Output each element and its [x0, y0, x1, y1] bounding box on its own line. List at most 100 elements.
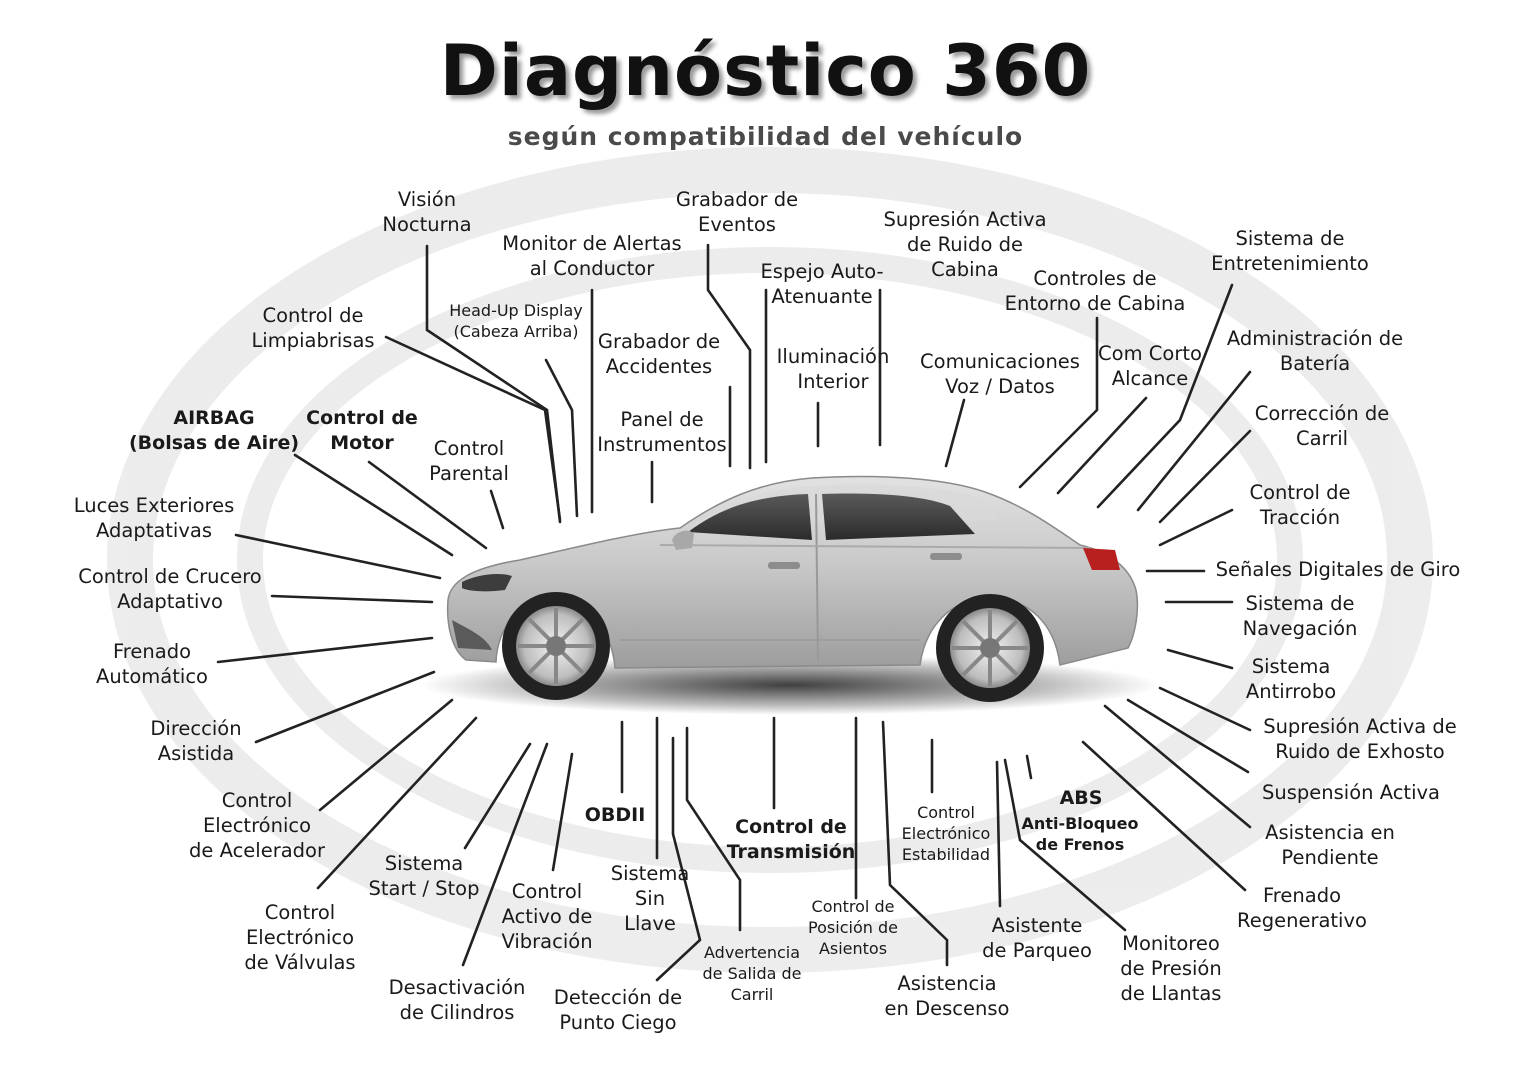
label-line: Adaptativas [95, 519, 213, 542]
label-line: Asistente [991, 914, 1083, 937]
label-line: Voz / Datos [945, 375, 1055, 398]
label-line: Asistida [157, 742, 235, 765]
label-line: de Ruido de [907, 233, 1023, 256]
label-line: al Conductor [529, 257, 655, 280]
leader-line-abs [1025, 754, 1033, 780]
label-line: Punto Ciego [559, 1011, 677, 1034]
label-line: Estabilidad [901, 845, 991, 864]
leader-line-advertencia-salida-carril [685, 726, 742, 932]
label-line: Panel de [620, 408, 704, 431]
watermark-graphic [107, 147, 1433, 973]
label-line: Entorno de Cabina [1004, 292, 1186, 315]
label-line: Transmisión [726, 841, 856, 863]
label-line: Sistema de [1235, 227, 1345, 250]
leader-line-sistema-antirrobo [1166, 648, 1234, 670]
label-line: de Presión [1120, 957, 1222, 980]
label-line: Electrónico [202, 814, 312, 837]
label-line: (Cabeza Arriba) [453, 322, 579, 341]
car-rear-window [822, 493, 975, 540]
label-line: Iluminación [776, 345, 890, 368]
label-line: Cabina [931, 258, 999, 281]
label-line: Sistema de [1245, 592, 1355, 615]
label-line: Frenado [113, 640, 191, 663]
label-line: en Descenso [884, 997, 1010, 1020]
label-line: Antirrobo [1245, 680, 1337, 703]
car-front-grille [452, 620, 492, 650]
label-line: Control de [811, 897, 895, 916]
car-illustration [420, 475, 1160, 715]
label-line: Tracción [1259, 506, 1341, 529]
label-line: Frenado [1263, 884, 1341, 907]
label-line: Com Corto [1098, 342, 1202, 365]
label-line: Desactivación [388, 976, 526, 999]
leader-line-frenado-regenerativo [1081, 740, 1247, 892]
label-control-motor: Control de Motor [306, 406, 418, 456]
label-line: Control [433, 437, 505, 460]
label-line: Entretenimiento [1211, 252, 1369, 275]
label-line: Carril [1295, 427, 1349, 450]
rear-wheel [936, 594, 1044, 702]
label-line: Control de [262, 304, 364, 327]
label-line: Limpiabrisas [251, 329, 375, 352]
label-line: Navegación [1242, 617, 1358, 640]
label-line: Llave [624, 912, 676, 935]
label-line: Ruido de Exhosto [1275, 740, 1445, 763]
label-senales-giro: Señales Digitales de Giro [1216, 557, 1461, 582]
label-espejo-autoatenuante: Espejo Auto-Atenuante [760, 259, 883, 309]
label-line: Control [917, 803, 975, 822]
label-line: de Parqueo [982, 939, 1092, 962]
label-line: OBDII [584, 804, 646, 826]
leader-line-desactivacion-cilindros [461, 742, 549, 967]
label-line: Motor [330, 432, 394, 454]
front-wheel [502, 592, 610, 700]
label-line: Nocturna [382, 213, 472, 236]
label-line: de Salida de [702, 964, 802, 983]
label-line: Sistema [610, 862, 690, 885]
label-line: Asistencia [897, 972, 997, 995]
label-line: Accidentes [605, 355, 713, 378]
label-line: Interior [797, 370, 869, 393]
label-line: Control de [306, 407, 418, 429]
label-line: Activo de [501, 905, 593, 928]
car-rear-handle [930, 553, 962, 560]
label-line: Posición de [808, 918, 898, 937]
label-line: Control [221, 789, 293, 812]
label-line: Control de [1249, 481, 1351, 504]
label-line: de Llantas [1120, 982, 1222, 1005]
leader-line-control-valvulas [316, 716, 478, 890]
label-line: Batería [1279, 352, 1351, 375]
label-line: Eventos [698, 213, 776, 236]
car-headlight [462, 574, 512, 592]
leader-line-comunicaciones [944, 398, 966, 468]
label-line: Anti-Bloqueo [1021, 814, 1139, 833]
leader-line-controles-entorno [1018, 316, 1099, 489]
leader-line-control-limpiabrisas [384, 335, 562, 522]
label-suspension-activa: Suspensión Activa [1262, 780, 1440, 805]
label-line: Carril [730, 985, 774, 1004]
leader-line-sistema-entretenimiento [1096, 283, 1234, 509]
label-line: Vibración [501, 930, 593, 953]
